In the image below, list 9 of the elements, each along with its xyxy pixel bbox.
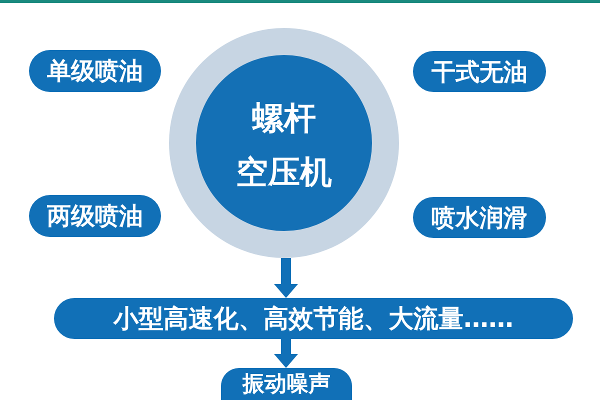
center-circle: 螺杆空压机 bbox=[169, 28, 399, 258]
banner: 小型高速化、高效节能、大流量…… bbox=[54, 298, 573, 339]
pill-label: 单级喷油 bbox=[29, 50, 161, 92]
pill-label: 喷水润滑 bbox=[413, 197, 546, 238]
pill-label: 两级喷油 bbox=[29, 195, 161, 237]
arrow bbox=[274, 339, 298, 368]
arrow bbox=[274, 258, 298, 298]
pill-label: 干式无油 bbox=[413, 51, 546, 92]
pill-label: 振动噪声 bbox=[221, 368, 352, 400]
